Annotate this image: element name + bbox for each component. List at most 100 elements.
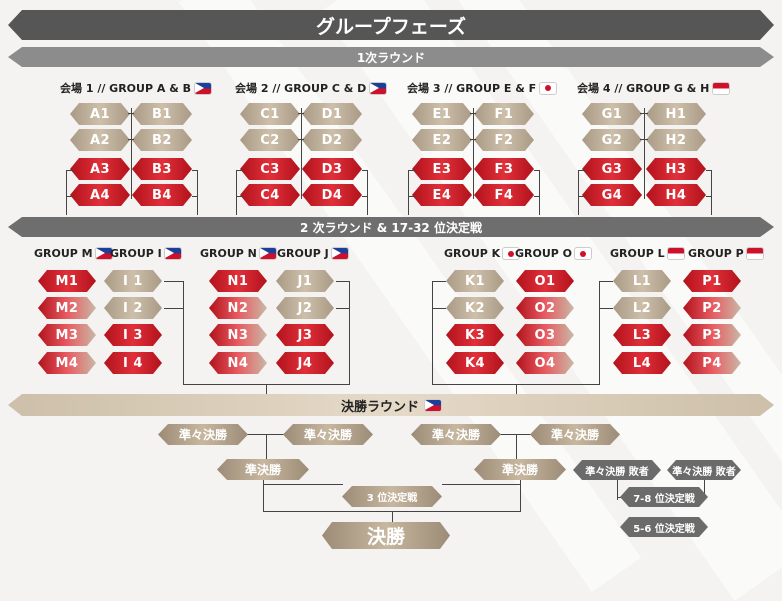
place-5-6-node: 5-6 位決定戦 [620,517,708,537]
round1-team-node: E4 [412,184,472,206]
third-place-node: 3 位決定戦 [342,486,442,507]
round1-team-node: F4 [474,184,534,206]
round1-connector [539,170,540,215]
philippines-flag-icon [425,400,441,411]
round1-connector [362,170,368,171]
knockout-connector [266,434,267,460]
philippines-flag-icon [331,248,348,259]
round1-connector [473,108,474,199]
round2-connector [516,384,517,394]
round1-team-node: B3 [132,158,192,180]
round1-connector [131,108,132,199]
round2-group-label: GROUP K [444,247,520,260]
semifinal-node-1: 準決勝 [217,459,309,480]
venue-label-text: 会場 2 // GROUP C & D [235,82,367,95]
place-7-8-node: 7-8 位決定戦 [620,487,708,507]
japan-flag-icon [540,82,557,94]
round1-team-node: A4 [70,184,130,206]
round2-team-node: M3 [38,324,96,346]
round2-group-label: GROUP J [277,247,348,260]
round2-team-node: J1 [276,270,334,292]
round1-team-node: C1 [240,103,300,125]
round1-team-node: B4 [132,184,192,206]
round1-team-node: A1 [70,103,130,125]
round2-group-label: GROUP P [688,247,763,260]
quarterfinal-node-3: 準々決勝 [411,424,501,445]
venue-label-text: 会場 1 // GROUP A & B [60,82,192,95]
round2-connector [336,308,350,309]
venue-label-2: 会場 2 // GROUP C & D [235,80,387,96]
round1-team-node: H3 [646,158,706,180]
venue-label-text: 会場 4 // GROUP G & H [577,82,710,95]
round1-team-node: H4 [646,184,706,206]
round2-group-label: GROUP O [515,247,592,260]
round1-team-node: A3 [70,158,130,180]
knockout-connector [203,434,328,435]
round1-team-node: D4 [302,184,362,206]
round1-connector [66,196,74,197]
indonesia-flag-icon [667,248,684,259]
round1-connector [128,113,131,114]
round2-connector [164,308,184,309]
round1-connector [578,170,586,171]
tournament-diagram: グループフェーズ 1次ラウンド 2 次ラウンド & 17-32 位決定戦 決勝ラ… [0,10,774,549]
round2-team-node: M4 [38,352,96,374]
knockout-connector [704,470,705,500]
round1-team-node: E2 [412,129,472,151]
round2-team-node: M1 [38,270,96,292]
round1-connector [578,170,579,215]
round1-team-node: D1 [302,103,362,125]
round2-team-node: J4 [276,352,334,374]
round2-team-node: P2 [683,297,741,319]
venue-label-1: 会場 1 // GROUP A & B [60,80,212,96]
round2-connector [432,281,433,385]
round2-team-node: L4 [613,352,671,374]
round2-group-label-text: GROUP J [277,247,329,260]
quarterfinal-node-2: 準々決勝 [283,424,373,445]
round1-connector [408,196,416,197]
round1-team-node: H2 [646,129,706,151]
round1-team-node: G3 [582,158,642,180]
round1-connector [298,139,304,140]
round1-connector [128,139,134,140]
group-phase-title: グループフェーズ [316,15,466,38]
venue-label-3: 会場 3 // GROUP E & F [407,80,557,96]
round1-connector [470,113,473,114]
round2-banner: 2 次ラウンド & 17-32 位決定戦 [8,217,774,237]
round2-group-label-text: GROUP I [110,247,162,260]
round1-team-node: C2 [240,129,300,151]
round1-connector [197,170,198,215]
round1-connector [706,170,712,171]
round2-team-node: P4 [683,352,741,374]
round1-connector [66,170,67,215]
round2-group-label-text: GROUP O [515,247,573,260]
round1-connector [131,113,134,114]
final-node: 決勝 [322,522,450,549]
round1-team-node: C4 [240,184,300,206]
knockout-connector [516,434,517,460]
round1-connector [301,113,304,114]
round2-group-label: GROUP N [200,247,276,260]
philippines-flag-icon [195,82,212,94]
round1-connector [470,139,476,140]
round2-team-node: N3 [209,324,267,346]
qf-loser-node-2: 準々決勝 敗者 [667,460,741,480]
round2-team-node: P1 [683,270,741,292]
venue-label-4: 会場 4 // GROUP G & H [577,80,730,96]
round2-team-node: N1 [209,270,267,292]
group-phase-banner: グループフェーズ [8,10,774,40]
round2-team-node: O2 [516,297,574,319]
round1-connector [192,170,198,171]
round2-team-node: I 2 [104,297,162,319]
round1-team-node: B2 [132,129,192,151]
round1-connector [367,170,368,215]
round1-connector [473,113,476,114]
semifinal-node-2: 準決勝 [474,459,566,480]
round1-connector [192,196,198,197]
round1-connector [301,108,302,199]
round1-team-node: F3 [474,158,534,180]
japan-flag-icon [503,248,520,259]
round2-team-node: N2 [209,297,267,319]
philippines-flag-icon [164,248,181,259]
philippines-flag-icon [259,248,276,259]
